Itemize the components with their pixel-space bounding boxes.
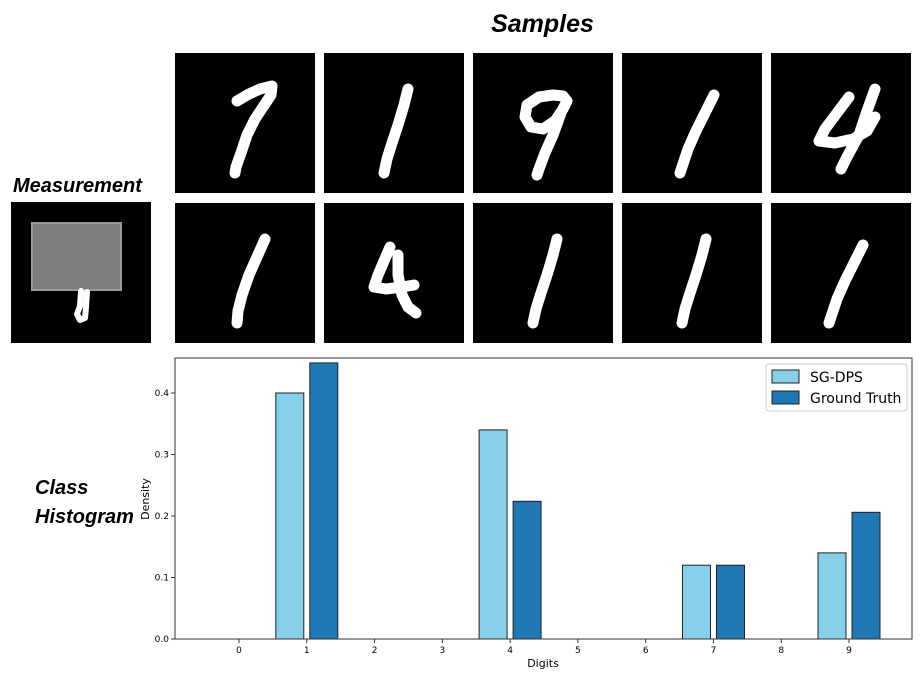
legend-label-ground-truth: Ground Truth <box>810 391 901 407</box>
legend-swatch-ground-truth <box>771 390 800 405</box>
x-tick-label-8: 8 <box>778 646 784 656</box>
legend-swatch-sg-dps <box>771 369 800 384</box>
sample-digit-1 <box>473 203 613 343</box>
bar-ground-truth-digit-9 <box>851 511 881 640</box>
sample-digit-7 <box>175 53 315 193</box>
bar-sg-dps-digit-7 <box>682 564 711 640</box>
sample-digit-1 <box>324 53 464 193</box>
sample-digit-4 <box>324 203 464 343</box>
y-tick-label-0.4: 0.4 <box>155 389 170 399</box>
measurement-heading: Measurement <box>13 175 142 197</box>
class-histogram-heading: Class Histogram <box>35 474 134 532</box>
x-tick-label-7: 7 <box>711 646 717 656</box>
sample-digit-9 <box>473 53 613 193</box>
y-tick-label-0.3: 0.3 <box>155 451 169 461</box>
sample-digit-4 <box>771 53 911 193</box>
legend-box <box>765 363 908 412</box>
x-tick-label-6: 6 <box>643 646 649 656</box>
y-tick-label-0.0: 0.0 <box>155 635 170 645</box>
bar-ground-truth-digit-7 <box>716 564 745 640</box>
bar-ground-truth-digit-1 <box>309 362 339 640</box>
sample-digit-1 <box>175 203 315 343</box>
sample-digit-1 <box>622 203 762 343</box>
measurement-image <box>11 202 151 343</box>
bar-sg-dps-digit-4 <box>478 429 508 640</box>
legend: SG-DPS Ground Truth <box>765 363 908 412</box>
y-tick-label-0.2: 0.2 <box>155 512 169 522</box>
sample-digit-1 <box>771 203 911 343</box>
x-tick-label-5: 5 <box>575 646 581 656</box>
x-tick-label-2: 2 <box>372 646 378 656</box>
bar-ground-truth-digit-4 <box>512 500 542 640</box>
x-tick-label-1: 1 <box>304 646 310 656</box>
class-heading-line2: Histogram <box>35 506 134 528</box>
plot-frame <box>174 357 913 640</box>
x-axis-label: Digits <box>527 657 559 670</box>
x-tick-label-3: 3 <box>439 646 445 656</box>
class-heading-line1: Class <box>35 477 89 499</box>
x-tick-label-4: 4 <box>507 646 513 656</box>
y-axis-label: Density <box>139 478 152 520</box>
x-tick-label-9: 9 <box>846 646 852 656</box>
x-tick-label-0: 0 <box>236 646 242 656</box>
y-tick-label-0.1: 0.1 <box>155 574 169 584</box>
legend-label-sg-dps: SG-DPS <box>810 370 863 386</box>
samples-heading: Samples <box>491 10 594 38</box>
sample-digit-1 <box>622 53 762 193</box>
bar-sg-dps-digit-9 <box>817 552 847 640</box>
bar-sg-dps-digit-1 <box>275 392 305 640</box>
